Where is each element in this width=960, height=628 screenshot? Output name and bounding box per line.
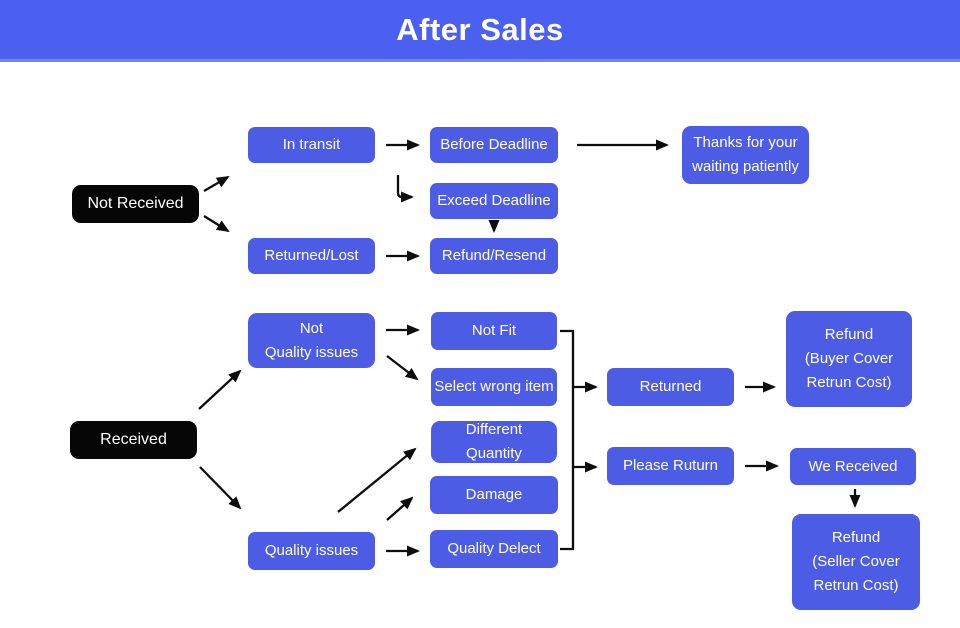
arrow-received-to-quality-issues [199, 466, 242, 510]
connector-arrows [198, 139, 861, 557]
node-returned-lost: Returned/Lost [248, 238, 375, 274]
node-quality-issues: Quality issues [248, 532, 375, 570]
node-refund-buyer: Refund (Buyer Cover Retrun Cost) [786, 311, 912, 407]
arrow-quality-issues-to-damage [386, 496, 414, 521]
node-thanks: Thanks for your waiting patiently [682, 126, 809, 184]
node-quality-delect: Quality Delect [430, 530, 558, 568]
arrow-received-to-not-quality-issues [198, 369, 242, 410]
arrow-not-received-to-in-transit [203, 175, 230, 192]
bracket-issues-group [560, 329, 575, 551]
node-refund-resend: Refund/Resend [430, 238, 558, 274]
diagram-area: Not Received In transit Returned/Lost Be… [0, 65, 960, 628]
node-not-received: Not Received [72, 185, 199, 223]
node-in-transit: In transit [248, 127, 375, 163]
arrow-elbow-to-exceed-deadline [396, 175, 414, 203]
node-damage: Damage [430, 476, 558, 514]
node-not-quality-issues: Not Quality issues [248, 313, 375, 368]
header-bar: After Sales [0, 0, 960, 62]
node-we-received: We Received [790, 448, 916, 485]
arrow-not-received-to-returned-lost [203, 215, 230, 233]
node-exceed-deadline: Exceed Deadline [430, 183, 558, 219]
node-returned: Returned [607, 368, 734, 406]
node-not-fit: Not Fit [431, 312, 557, 350]
node-received: Received [70, 421, 197, 459]
node-select-wrong-item: Select wrong item [431, 368, 557, 406]
page-title: After Sales [396, 11, 564, 47]
arrow-not-quality-issues-to-select-wrong-item [386, 355, 419, 381]
node-different-quantity: Different Quantity [431, 421, 557, 463]
arrow-quality-issues-to-different-quantity [337, 447, 417, 513]
node-refund-seller: Refund (Seller Cover Retrun Cost) [792, 514, 920, 610]
node-before-deadline: Before Deadline [430, 127, 558, 163]
node-please-ruturn: Please Ruturn [607, 447, 734, 485]
